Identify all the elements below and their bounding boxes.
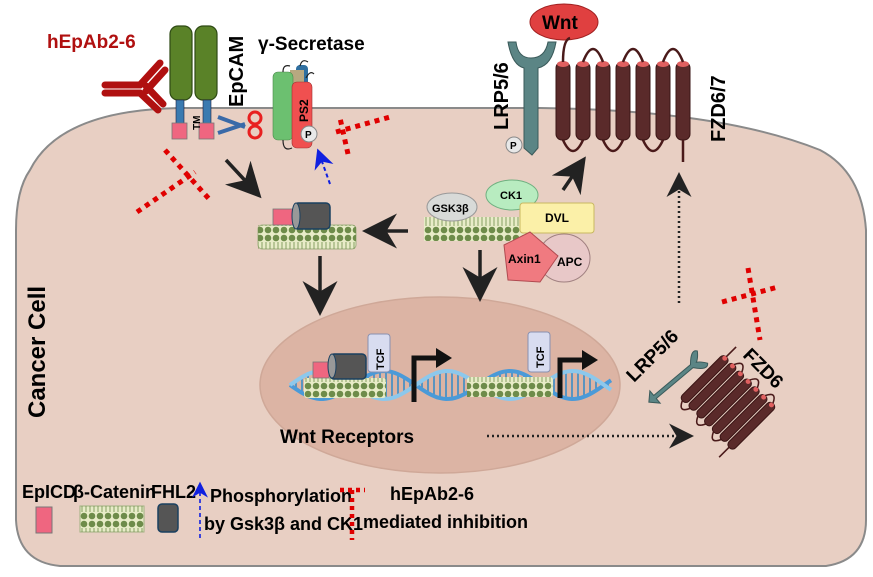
wnt-receptors-label: Wnt Receptors [280,427,414,448]
dvl-label: DVL [545,211,569,225]
destruction-complex [424,179,595,283]
dvl-shape [519,202,595,234]
wnt-ligand [529,3,599,41]
inhibition-mark [335,114,391,155]
fzd-helix [575,61,591,141]
inhibition-mark [721,267,779,341]
tcf-label: TCF [375,348,387,370]
legend-fhl2-label: FHL2 [151,482,196,502]
axin1-label: Axin1 [508,252,541,266]
ps2-label: PS2 [297,99,311,122]
phospho-label: P [305,130,312,141]
legend-inhibition-line1: hEpAb2-6 [390,484,474,504]
gamma-secretase-complex [272,60,318,150]
lrp56-top-label: LRP5/6 [491,62,513,130]
arrow [551,156,586,196]
legend-phosphorylation-line2: by Gsk3β and CK1 [204,514,363,534]
lrp56-receptor [507,41,557,156]
lrp56-receptor-inactive [648,350,709,404]
tcf-label: TCF [535,346,547,368]
nuclear-complex-2 [467,331,598,398]
epcam-receptor [169,25,218,140]
beta-catenin-epicd-fhl2-complex [257,202,357,250]
transcription-arrow [557,357,584,398]
cancer-cell-label: Cancer Cell [24,286,51,418]
axin1-shape [503,231,559,283]
gsk3b-label: GSK3β [432,203,469,215]
phospho-label: P [510,141,517,152]
scissors-icon [217,110,263,140]
legend-epicd-label: EpICD [22,482,76,502]
fzd-helix [635,61,651,141]
legend-phosphorylation-line1: Phosphorylation [210,486,352,506]
fzd-helix [595,61,611,141]
fzd67-label: FZD6/7 [708,75,730,142]
gamma-secretase-label: γ-Secretase [258,34,365,55]
antibody-hepab2-6 [101,59,169,114]
apc-label: APC [557,255,583,269]
ck1-label: CK1 [500,190,522,202]
antibody-label: hEpAb2-6 [47,32,136,53]
phospho-circle [505,136,523,154]
legend-beta-catenin-label: β-Catenin [73,482,156,502]
fzd6-loops [680,346,775,458]
wnt-label: Wnt [542,13,579,34]
fzd67-receptor [555,36,691,162]
phosphorylation-arrow [314,148,334,185]
legend-epicd-swatch [35,506,53,534]
transcription-arrow [411,355,438,402]
phospho-circle [300,125,318,143]
gsk3b-shape [426,192,478,222]
legend-fhl2-swatch [157,503,179,533]
legend-inhibition-line2: mediated inhibition [363,512,528,532]
legend-inhibition-mark [340,487,365,540]
fzd-helix [555,61,571,141]
arrow [224,158,262,199]
fzd-helix [675,61,691,141]
fzd-loops [561,36,685,162]
fzd-helix [615,61,631,141]
fzd6-receptor-inactive [680,346,776,458]
fzd-helix [655,61,671,141]
nuclear-complex-1 [304,333,452,402]
inhibition-mark [135,148,212,215]
legend: EpICD β-Catenin FHL2 Phosphorylation by … [22,481,528,540]
tm-label: TM [192,116,203,130]
epcam-label: EpCAM [226,36,248,107]
